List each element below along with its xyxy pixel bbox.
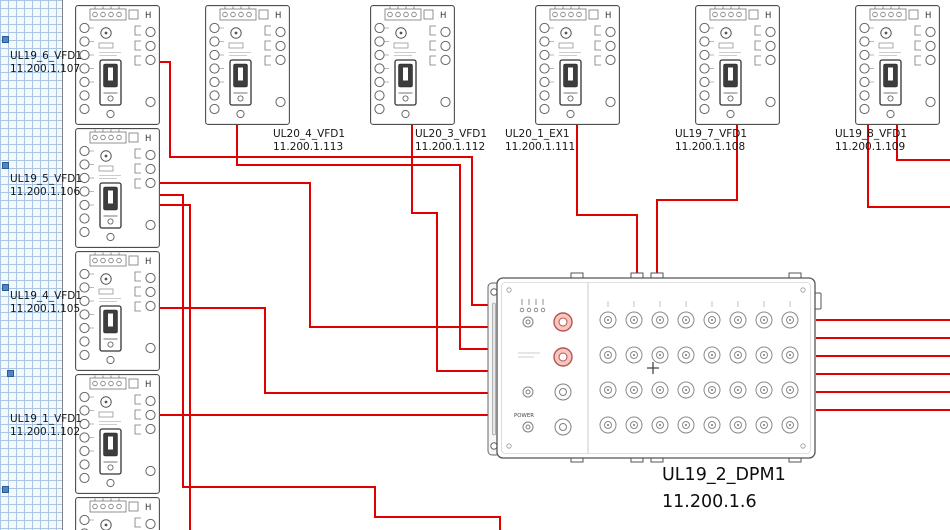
device-ip: 11.200.1.102	[10, 426, 81, 439]
device-label[interactable]: UL20_1_EX1 11.200.1.111	[505, 128, 575, 154]
dpm-inner-frame	[501, 282, 811, 454]
device-label[interactable]: UL19_6_VFD1 11.200.1.107	[10, 50, 82, 76]
device-ip: 11.200.1.113	[273, 141, 344, 154]
device-name: UL19_6_VFD1	[10, 50, 83, 62]
cable-wire[interactable]	[895, 125, 950, 162]
device-name: UL19_7_VFD1	[675, 128, 748, 140]
cable-wire[interactable]	[160, 60, 492, 307]
center-plus-marker	[647, 362, 659, 374]
device-label[interactable]: UL19_7_VFD1 11.200.1.108	[675, 128, 747, 154]
device-ip: 11.200.1.106	[10, 186, 81, 199]
dpm-aux-ports	[522, 316, 572, 436]
page-margin-grid	[0, 0, 62, 530]
cable-wire[interactable]	[410, 125, 492, 373]
cable-wire[interactable]	[866, 125, 950, 209]
device-ip: 11.200.1.108	[675, 141, 746, 154]
cable-wire[interactable]	[160, 306, 492, 395]
device-shape-ul19-6-vfd1[interactable]	[75, 5, 160, 125]
corner-screws	[506, 287, 806, 449]
cable-wire[interactable]	[160, 193, 502, 530]
dpm-label[interactable]: UL19_2_DPM1 11.200.1.6	[662, 462, 786, 516]
device-shape-ul19-1-vfd1[interactable]	[75, 374, 160, 494]
connection-handle[interactable]	[2, 162, 9, 169]
device-shape-ul19-8-vfd1[interactable]	[855, 5, 940, 125]
cable-wire[interactable]	[655, 125, 739, 276]
connection-handle[interactable]	[7, 370, 14, 377]
status-led-row	[519, 299, 546, 313]
device-name: UL19_8_VFD1	[835, 128, 908, 140]
device-label[interactable]: UL20_3_VFD1 11.200.1.112	[415, 128, 487, 154]
device-shape-partial[interactable]	[75, 497, 160, 530]
device-label[interactable]: UL19_5_VFD1 11.200.1.106	[10, 173, 82, 199]
device-label[interactable]: UL19_1_VFD1 11.200.1.102	[10, 413, 82, 439]
device-name: UL19_4_VFD1	[10, 290, 83, 302]
mounting-tabs	[570, 272, 822, 463]
connection-handle[interactable]	[2, 284, 9, 291]
device-shape-ul20-4-vfd1[interactable]	[205, 5, 290, 125]
device-name: UL19_1_VFD1	[10, 413, 83, 425]
dpm-shape[interactable]: POWER	[480, 265, 828, 471]
device-ip: 11.200.1.107	[10, 63, 81, 76]
connection-handle[interactable]	[2, 486, 9, 493]
device-ip: 11.200.1.105	[10, 303, 81, 316]
connection-handle[interactable]	[2, 36, 9, 43]
device-ip: 11.200.1.112	[415, 141, 486, 154]
dpm-port-grid	[599, 301, 799, 434]
device-name: UL20_4_VFD1	[273, 128, 346, 140]
device-shape-ul20-1-ex1[interactable]	[535, 5, 620, 125]
device-name: UL19_5_VFD1	[10, 173, 83, 185]
device-shape-ul20-3-vfd1[interactable]	[370, 5, 455, 125]
device-name: UL20_1_EX1	[505, 128, 570, 140]
cable-wire[interactable]	[160, 181, 492, 329]
device-ip: 11.200.1.109	[835, 141, 906, 154]
cable-wire[interactable]	[235, 125, 492, 351]
device-shape-ul19-7-vfd1[interactable]	[695, 5, 780, 125]
dpm-power-label: POWER	[514, 413, 534, 419]
device-label[interactable]: UL19_8_VFD1 11.200.1.109	[835, 128, 907, 154]
device-label[interactable]: UL20_4_VFD1 11.200.1.113	[273, 128, 345, 154]
device-shape-ul19-4-vfd1[interactable]	[75, 251, 160, 371]
cable-wire[interactable]	[575, 125, 639, 276]
device-name: UL20_3_VFD1	[415, 128, 488, 140]
device-label[interactable]: UL19_4_VFD1 11.200.1.105	[10, 290, 82, 316]
device-shape-ul19-5-vfd1[interactable]	[75, 128, 160, 248]
cable-wire[interactable]	[160, 203, 192, 530]
page-edge-line	[62, 0, 63, 530]
dpm-port-highlighted	[553, 312, 573, 367]
micro-labels	[518, 352, 540, 358]
dpm-ip: 11.200.1.6	[662, 492, 757, 513]
dpm-name: UL19_2_DPM1	[662, 465, 786, 485]
device-ip: 11.200.1.111	[505, 141, 576, 154]
